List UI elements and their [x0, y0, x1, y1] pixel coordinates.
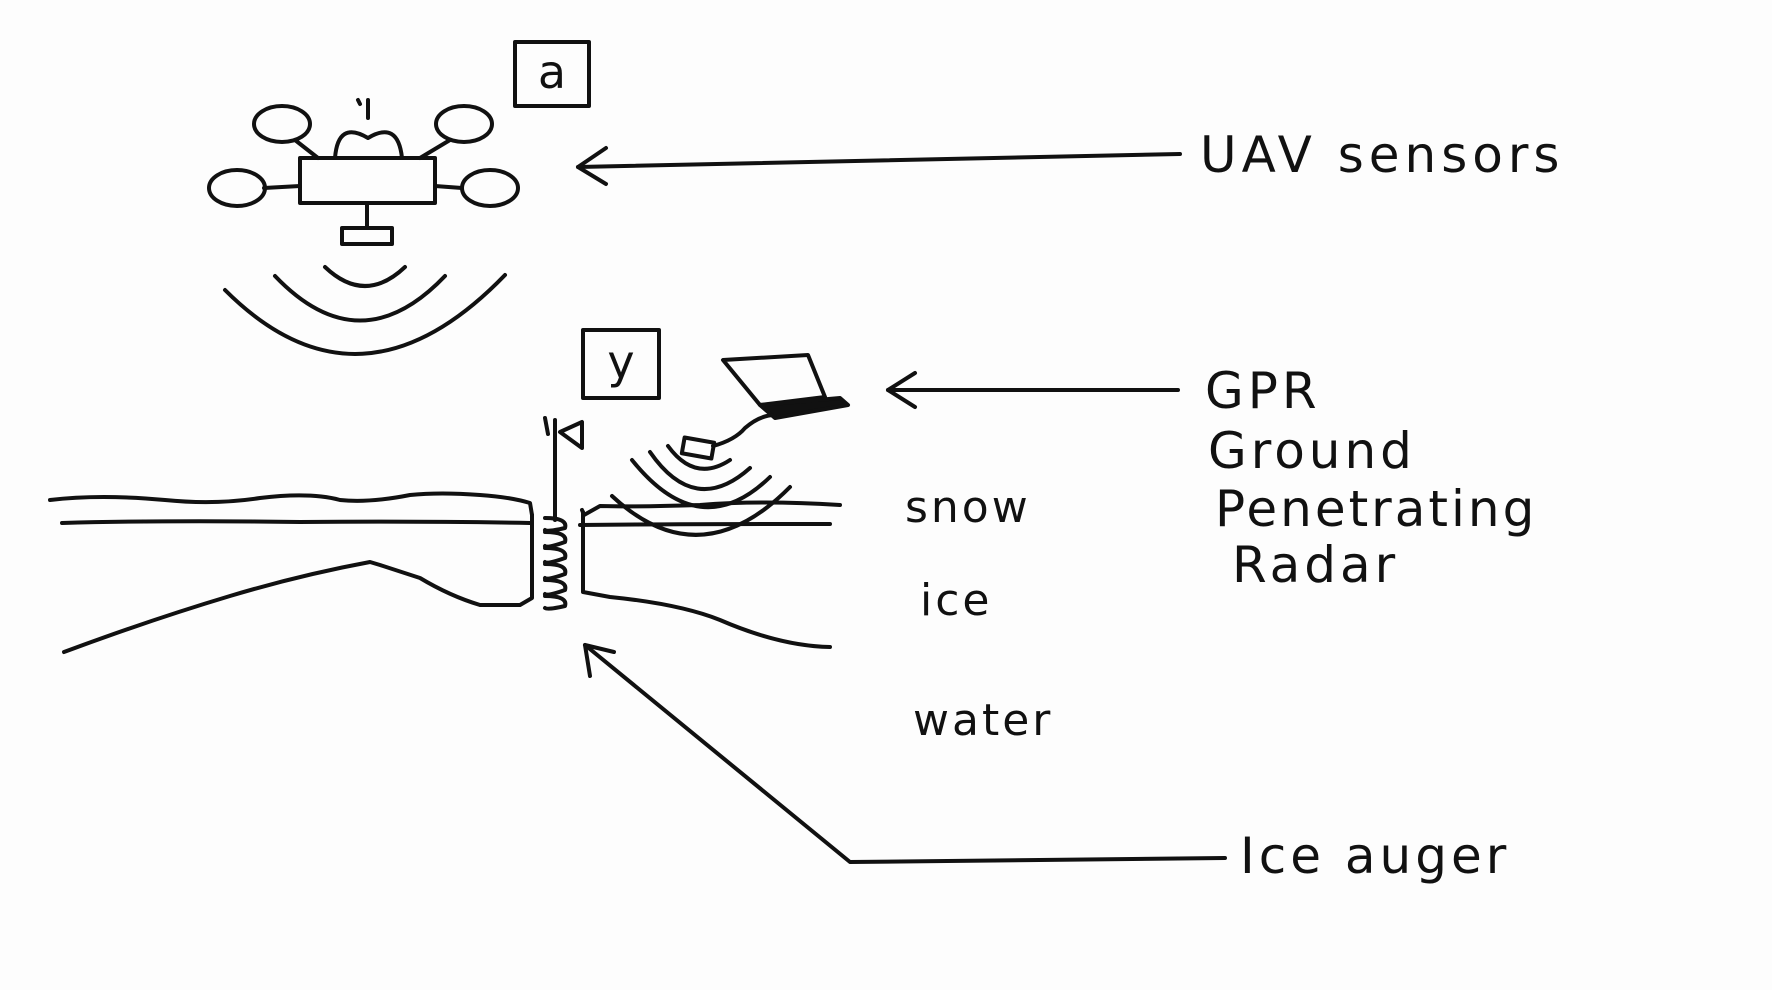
- flag-icon: [543, 416, 584, 522]
- water-layer-label: water: [913, 695, 1053, 746]
- snow-layer-label: snow: [905, 482, 1031, 533]
- gpr-callout-arrow: [886, 371, 1180, 409]
- ice-water-boundary-lines: [62, 510, 832, 654]
- uav-callout-arrow: [576, 146, 1182, 186]
- ice-layer-label: ice: [920, 575, 993, 626]
- uav-sensing-waves: [223, 265, 507, 356]
- panel-a-box: [513, 40, 591, 108]
- snow-layer-lines: [48, 491, 842, 527]
- gpr-antenna-icon: [679, 413, 777, 461]
- gpr-label-line-1: GPR: [1205, 362, 1321, 420]
- panel-y-box: [581, 328, 661, 400]
- gpr-radar-waves: [610, 444, 792, 537]
- uav-sensors-label: UAV sensors: [1200, 126, 1564, 184]
- ice-auger-label: Ice auger: [1240, 827, 1510, 885]
- panel-a-label: a: [538, 45, 566, 99]
- gpr-label-line-2: Ground: [1208, 422, 1416, 480]
- gpr-label-line-3: Penetrating: [1215, 480, 1537, 538]
- uav-drone-icon: [207, 98, 520, 246]
- ice-auger-icon: [543, 516, 568, 611]
- gpr-label-line-4: Radar: [1232, 536, 1399, 594]
- laptop-icon: [721, 353, 850, 420]
- auger-callout-arrow: [583, 643, 1227, 864]
- panel-y-label: y: [607, 335, 634, 389]
